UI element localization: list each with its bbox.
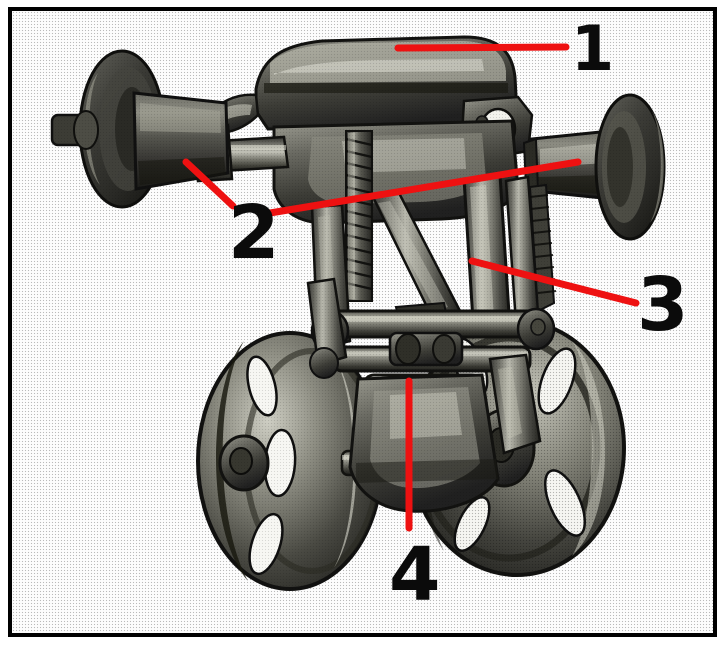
- callout-overlay: [182, 43, 640, 532]
- callout-label-3: 3: [637, 262, 689, 348]
- mechanism-photograph: [12, 11, 713, 633]
- leader-line-2-2: [266, 158, 582, 217]
- photograph-area: [12, 11, 713, 633]
- leader-line-3-1: [468, 257, 640, 307]
- callout-label-2: 2: [228, 190, 280, 276]
- leader-line-2-1: [182, 158, 237, 210]
- callout-label-1: 1: [571, 12, 614, 85]
- halftone-grain: [12, 11, 713, 633]
- leader-line-1-1: [394, 43, 570, 52]
- callout-label-4: 4: [389, 532, 441, 618]
